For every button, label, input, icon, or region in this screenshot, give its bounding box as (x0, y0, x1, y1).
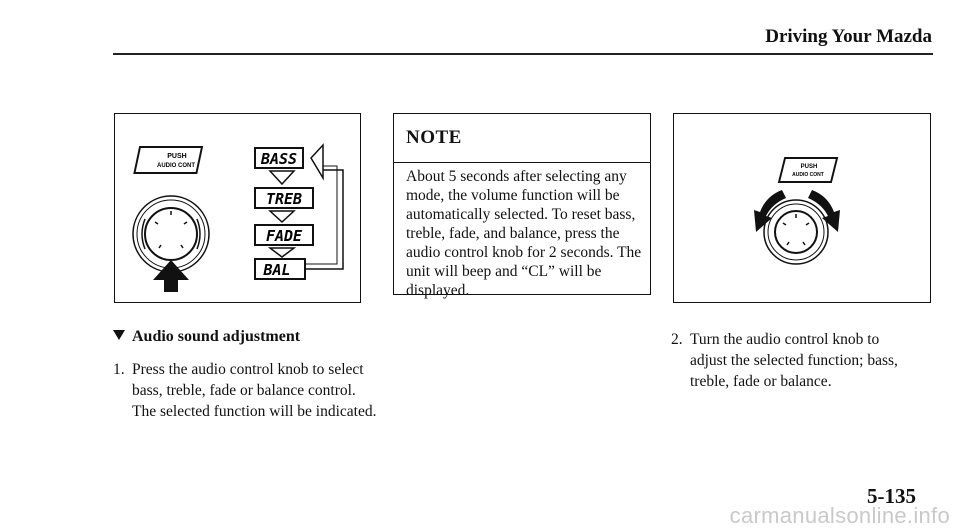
push-audio-button-icon (777, 157, 839, 183)
section-heading: Audio sound adjustment (113, 328, 300, 346)
return-loop-arrow-icon (305, 169, 344, 270)
note-heading: NOTE (406, 127, 462, 148)
mode-box-fade (254, 224, 314, 246)
triangle-bullet-icon (113, 330, 125, 340)
step-text: Press the audio control knob to select b… (132, 361, 377, 420)
step-number: 2. (671, 331, 683, 348)
page-number: 5-135 (867, 484, 916, 508)
push-audio-button-icon (133, 146, 204, 174)
push-button-label-line2: AUDIO CONT (792, 172, 824, 178)
rotate-left-arrow-icon (754, 190, 786, 232)
push-button-label-line1: PUSH (801, 164, 818, 170)
audio-mode-figure: PUSH AUDIO CONT BASS TREB FADE BAL (114, 113, 361, 303)
down-arrow-icon (267, 247, 297, 258)
step-item: 1. Press the audio control knob to selec… (113, 359, 383, 449)
header-title: Driving Your Mazda (765, 26, 932, 47)
step-number: 1. (113, 361, 125, 378)
rotate-right-arrow-icon (808, 190, 840, 232)
note-box: NOTE About 5 seconds after selecting any… (393, 113, 651, 299)
watermark: carmanualsonline.info (729, 503, 950, 528)
push-arrow-icon (153, 260, 189, 292)
header-rule (113, 53, 933, 55)
note-divider (394, 162, 650, 163)
audio-knob-turn-diagram: PUSH AUDIO CONT (754, 157, 840, 265)
down-arrow-icon (268, 170, 296, 186)
section-heading-text: Audio sound adjustment (132, 328, 301, 345)
note-body: About 5 seconds after selecting any mode… (406, 168, 642, 299)
mode-box-bass (254, 147, 304, 169)
step-item: 2. Turn the audio control knob to adjust… (671, 329, 911, 399)
down-arrow-icon (268, 210, 296, 224)
step-text: Turn the audio control knob to adjust th… (690, 331, 898, 390)
audio-mode-diagram: PUSH AUDIO CONT BASS TREB FADE BAL (132, 143, 344, 292)
mode-label-fade: FADE (266, 227, 303, 245)
mode-label-treb: TREB (266, 190, 302, 208)
audio-knob-turn-figure: PUSH AUDIO CONT (673, 113, 931, 303)
audio-knob-icon (763, 199, 829, 265)
mode-label-bass: BASS (260, 150, 297, 168)
mode-label-bal: BAL (262, 261, 290, 279)
push-button-label-line2: AUDIO CONT (157, 163, 195, 169)
mode-box-treb (254, 187, 314, 209)
push-button-label-line1: PUSH (167, 153, 186, 160)
